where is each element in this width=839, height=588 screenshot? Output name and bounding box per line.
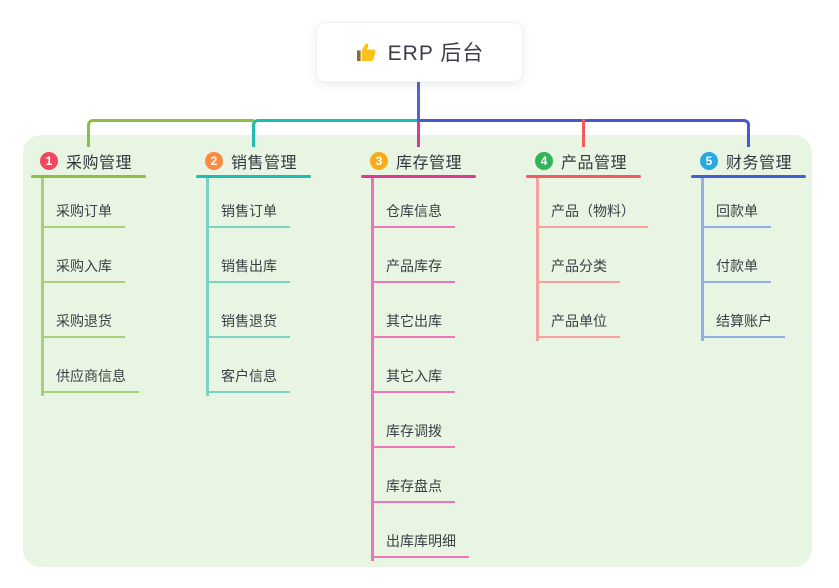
child-node[interactable]: 库存盘点	[371, 476, 455, 503]
connector-branch-4	[582, 119, 585, 147]
child-node[interactable]: 其它出库	[371, 311, 455, 338]
branch-node[interactable]: 1 采购管理	[40, 149, 132, 173]
branch-node[interactable]: 4 产品管理	[535, 149, 627, 173]
child-node[interactable]: 产品分类	[536, 256, 620, 283]
root-node-label: ERP 后台	[387, 42, 485, 65]
child-node[interactable]: 销售出库	[206, 256, 290, 283]
connector-branch-1	[87, 119, 254, 147]
branch-child-spine-line	[371, 178, 374, 561]
branch-column-3: 3 库存管理仓库信息产品库存其它出库其它入库库存调拨库存盘点出库库明细	[360, 148, 525, 568]
branch-underline	[31, 175, 146, 178]
connector-branch-3	[417, 121, 420, 147]
child-node[interactable]: 回款单	[701, 201, 771, 228]
branch-child-spine-line	[536, 178, 539, 341]
child-node[interactable]: 销售退货	[206, 311, 290, 338]
branch-underline	[526, 175, 641, 178]
child-node[interactable]: 产品（物料）	[536, 201, 648, 228]
child-node[interactable]: 产品单位	[536, 311, 620, 338]
branch-column-2: 2 销售管理销售订单销售出库销售退货客户信息	[195, 148, 360, 568]
child-node[interactable]: 采购入库	[41, 256, 125, 283]
child-node[interactable]: 仓库信息	[371, 201, 455, 228]
branch-number-badge: 4	[535, 152, 553, 170]
thumbs-up-icon	[355, 40, 379, 64]
child-node[interactable]: 采购退货	[41, 311, 125, 338]
connector-branch-2	[252, 119, 419, 147]
branch-label: 销售管理	[231, 155, 298, 172]
child-node[interactable]: 产品库存	[371, 256, 455, 283]
branch-label: 库存管理	[396, 155, 463, 172]
branch-number-badge: 1	[40, 152, 58, 170]
root-node[interactable]: ERP 后台	[316, 22, 523, 82]
branch-underline	[691, 175, 806, 178]
branch-child-spine-line	[701, 178, 704, 341]
branch-label: 产品管理	[561, 155, 628, 172]
child-node[interactable]: 采购订单	[41, 201, 125, 228]
branch-underline	[196, 175, 311, 178]
branch-column-4: 4 产品管理产品（物料） 产品分类产品单位	[525, 148, 690, 568]
branch-number-badge: 2	[205, 152, 223, 170]
child-node[interactable]: 库存调拨	[371, 421, 455, 448]
root-stem-line	[417, 82, 420, 121]
child-node[interactable]: 销售订单	[206, 201, 290, 228]
branch-node[interactable]: 3 库存管理	[370, 149, 462, 173]
branch-child-spine-line	[206, 178, 209, 396]
child-node[interactable]: 出库库明细	[371, 531, 469, 558]
mindmap-panel	[23, 135, 812, 567]
child-node[interactable]: 供应商信息	[41, 366, 139, 393]
branch-node[interactable]: 5 财务管理	[700, 149, 792, 173]
branch-node[interactable]: 2 销售管理	[205, 149, 297, 173]
branch-underline	[361, 175, 476, 178]
branch-label: 财务管理	[726, 155, 793, 172]
child-node[interactable]: 其它入库	[371, 366, 455, 393]
branch-column-5: 5 财务管理回款单付款单结算账户	[690, 148, 839, 568]
child-node[interactable]: 付款单	[701, 256, 771, 283]
branch-number-badge: 3	[370, 152, 388, 170]
branch-number-badge: 5	[700, 152, 718, 170]
branch-child-spine-line	[41, 178, 44, 396]
branch-column-1: 1 采购管理采购订单采购入库采购退货供应商信息	[30, 148, 195, 568]
child-node[interactable]: 客户信息	[206, 366, 290, 393]
child-node[interactable]: 结算账户	[701, 311, 785, 338]
branch-label: 采购管理	[66, 155, 133, 172]
